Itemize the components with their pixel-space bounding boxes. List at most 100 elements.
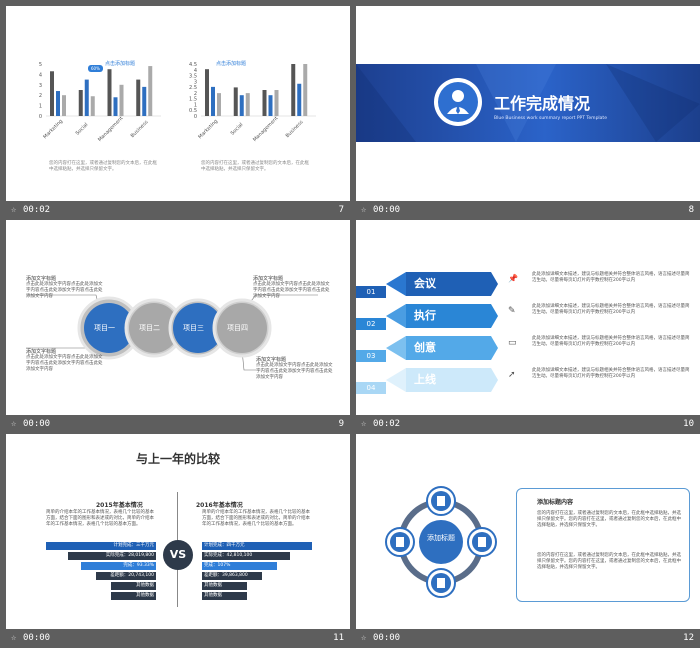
- bar: [217, 93, 221, 116]
- star-icon: ☆: [361, 419, 367, 429]
- y-tick-label: 3.5: [189, 74, 197, 80]
- comparison-bar: 其他数据: [202, 592, 247, 600]
- box-paragraph-1: 您的内容打在这里，或者通过复制您的文本后，在此框中选择粘贴，并选择只保留文字。您…: [537, 511, 681, 528]
- star-icon: ☆: [11, 205, 17, 215]
- slide-time: 00:00: [373, 633, 401, 643]
- slide-time: 00:02: [23, 205, 51, 215]
- step-text: 此处添加详细文本描述，建议与标题相关并符合整体语言风格，语言描述尽量简洁生动。尽…: [532, 368, 690, 379]
- slide-number: 9: [338, 419, 344, 429]
- block-title: 添加文字标题: [256, 357, 287, 363]
- step-label: 执行: [414, 309, 436, 322]
- left-heading: 2015年基本情况: [96, 502, 143, 509]
- slide-8-footer: ☆ 00:00 8: [356, 202, 700, 220]
- step-label: 创意: [414, 341, 436, 354]
- circle-label-3: 项目三: [183, 324, 204, 332]
- step-arrow: [386, 304, 498, 328]
- x-tick-label: Business: [130, 119, 150, 139]
- block-title: 添加文字标题: [253, 276, 284, 282]
- circle-label-1: 项目一: [94, 324, 115, 332]
- bar: [262, 90, 267, 116]
- bar: [90, 96, 95, 116]
- slide-12: 添加标题 添加标题内容 您的内容打在这里，或者通过复制您的文本后，在此框中选择粘…: [356, 434, 700, 629]
- circle-label-2: 项目二: [139, 324, 160, 332]
- bar: [245, 93, 250, 116]
- y-tick-label: 4: [39, 72, 42, 78]
- step-label: 上线: [414, 373, 436, 386]
- slide-8: 工作完成情况 Blue Business work summary report…: [356, 6, 700, 201]
- right-description: 简单的介绍本年的工作基本情况，表格几个比较的基本方面，结合下面的图形和表述或的对…: [202, 510, 310, 527]
- slide-time: 00:00: [373, 205, 401, 215]
- step-arrow: [386, 336, 498, 360]
- step-text: 此处添加详细文本描述，建议与标题相关并符合整体语言风格，语言描述尽量简洁生动。尽…: [532, 336, 690, 347]
- x-tick-label: Social: [75, 122, 90, 137]
- step-row-2: 02 执行 ✎ 此处添加详细文本描述，建议与标题相关并符合整体语言风格，语言描述…: [356, 302, 700, 334]
- y-tick-label: 1.5: [189, 97, 197, 103]
- bar: [297, 83, 302, 116]
- y-tick-label: 3: [194, 79, 197, 85]
- text-block-3: 添加文字标题 点击此处添加文字内容点击此处添加文字内容点击此处添加文字内容点击此…: [26, 348, 104, 373]
- bar: [274, 90, 279, 116]
- step-label: 会议: [414, 277, 436, 290]
- step-number: 03: [356, 350, 386, 362]
- star-icon: ☆: [361, 205, 367, 215]
- comparison-bar: 实际完成：28,019,800: [68, 552, 156, 560]
- bar: [291, 64, 296, 116]
- y-tick-label: 1: [194, 102, 197, 108]
- step-text: 此处添加详细文本描述，建议与标题相关并符合整体语言风格，语言描述尽量简洁生动。尽…: [532, 272, 690, 283]
- bar: [107, 69, 112, 116]
- bar: [62, 95, 66, 116]
- y-tick-label: 0: [194, 114, 197, 120]
- step-number: 04: [356, 382, 386, 394]
- slide-11-footer: ☆ 00:00 11: [6, 630, 350, 648]
- slide-subtitle: Blue Business work summary report PPT Te…: [494, 116, 607, 121]
- x-tick-label: Business: [285, 119, 305, 139]
- y-tick-label: 2: [39, 93, 42, 99]
- bar: [84, 79, 89, 116]
- pin-icon: 📌: [508, 274, 518, 283]
- slide-10-footer: ☆ 00:02 10: [356, 416, 700, 434]
- star-icon: ☆: [361, 633, 367, 643]
- text-block-1: 添加文字标题 点击此处添加文字内容点击此处添加文字内容点击此处添加文字内容点击此…: [26, 275, 104, 300]
- bar: [303, 64, 308, 116]
- comparison-bar: 计划完成：三千万元: [46, 542, 156, 550]
- block-body: 点击此处添加文字内容点击此处添加文字内容点击此处添加文字内容点击此处添加文字内容: [26, 355, 103, 372]
- block-body: 点击此处添加文字内容点击此处添加文字内容点击此处添加文字内容点击此处添加文字内容: [26, 282, 103, 299]
- y-tick-label: 5: [39, 62, 42, 68]
- comparison-bar: 计划完成：四千万元: [202, 542, 312, 550]
- y-tick-label: 4.5: [189, 62, 197, 68]
- circle-label-4: 项目四: [227, 324, 248, 332]
- slide-number: 12: [683, 633, 694, 643]
- y-tick-label: 0: [39, 114, 42, 120]
- comparison-bar: 差距额：39,863,800: [202, 572, 262, 580]
- pencil-icon: ✎: [508, 306, 516, 316]
- slide-10: 01 会议 📌 此处添加详细文本描述，建议与标题相关并符合整体语言风格，语言描述…: [356, 220, 700, 415]
- comparison-bar: 实际完成：42,810,100: [202, 552, 290, 560]
- slide-title: 工作完成情况: [494, 94, 591, 113]
- text-block-4: 添加文字标题 点击此处添加文字内容点击此处添加文字内容点击此处添加文字内容点击此…: [256, 356, 334, 381]
- comparison-bar: 差距额：20,743,100: [96, 572, 156, 580]
- bar: [119, 84, 124, 116]
- bar: [136, 79, 141, 116]
- slide-number: 7: [338, 205, 344, 215]
- bar: [78, 90, 83, 116]
- x-tick-label: Management: [252, 115, 280, 143]
- monitor-icon: ▭: [508, 338, 517, 348]
- right-heading: 2016年基本情况: [196, 502, 243, 509]
- bar: [50, 71, 54, 116]
- bar: [113, 97, 118, 116]
- y-tick-label: 3: [39, 83, 42, 89]
- step-row-1: 01 会议 📌 此处添加详细文本描述，建议与标题相关并符合整体语言风格，语言描述…: [356, 270, 700, 302]
- step-row-4: 04 上线 ➚ 此处添加详细文本描述，建议与标题相关并符合整体语言风格，语言描述…: [356, 366, 700, 398]
- y-tick-label: 2: [194, 91, 197, 97]
- slide-7-footer: ☆ 00:02 7: [6, 202, 350, 220]
- user-icon: [434, 78, 482, 126]
- block-body: 点击此处添加文字内容点击此处添加文字内容点击此处添加文字内容点击此处添加文字内容: [253, 282, 330, 299]
- slide-title: 与上一年的比较: [135, 452, 220, 466]
- block-title: 添加文字标题: [26, 276, 57, 282]
- comparison-bar: 完成：107%: [202, 562, 277, 570]
- slide-time: 00:02: [373, 419, 401, 429]
- center-label: 添加标题: [427, 534, 455, 542]
- content-box: 添加标题内容 您的内容打在这里，或者通过复制您的文本后，在此框中选择粘贴，并选择…: [516, 488, 690, 602]
- slide-number: 11: [333, 633, 344, 643]
